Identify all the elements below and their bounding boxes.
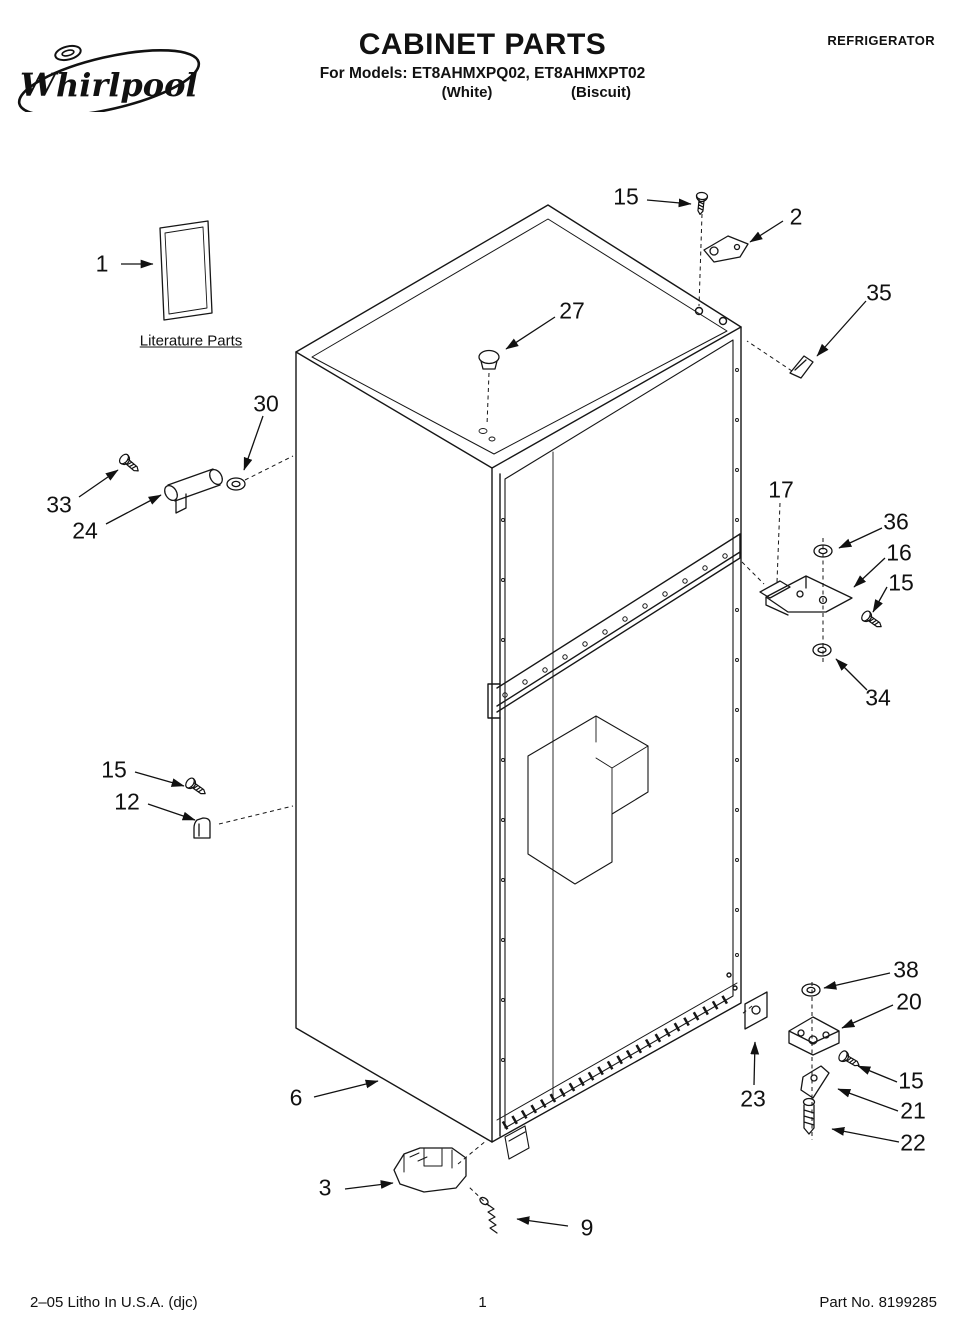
screw-22 — [802, 1097, 816, 1107]
part-callout-15: 15 — [898, 1067, 924, 1094]
screw-15-bottom — [836, 1048, 863, 1071]
clamp-21 — [800, 1065, 830, 1099]
part-callout-15: 15 — [613, 183, 639, 210]
screw-33 — [117, 451, 143, 476]
part-glyphs — [117, 191, 885, 1234]
part-callout-12: 12 — [114, 788, 140, 815]
footer-page-number: 1 — [478, 1294, 487, 1311]
logo-top-swirl-inner — [61, 49, 75, 57]
screw-15-right — [859, 608, 885, 632]
shim-35 — [789, 355, 814, 379]
whirlpool-logo: Whirlpool — [12, 22, 207, 118]
part-callout-22: 22 — [900, 1129, 926, 1156]
logo-top-swirl — [54, 44, 82, 62]
washer-34 — [812, 643, 832, 657]
part-callout-35: 35 — [866, 279, 892, 306]
dashed-leaders — [218, 213, 824, 1207]
hole-plug — [478, 349, 500, 365]
part-callout-3: 3 — [318, 1174, 332, 1201]
part-callout-23: 23 — [740, 1085, 766, 1112]
callout-arrows — [78, 198, 900, 1227]
whirlpool-logo-art: Whirlpool — [17, 44, 201, 118]
roller-24 — [164, 484, 178, 502]
part-callout-17: 17 — [768, 476, 794, 503]
screw-15-left — [183, 775, 209, 799]
plate-23 — [744, 991, 768, 1030]
footer-litho-note: 2–05 Litho In U.S.A. (djc) — [30, 1294, 198, 1311]
brand-wordmark: Whirlpool — [20, 66, 198, 104]
part-callout-2: 2 — [789, 203, 803, 230]
part-callout-38: 38 — [893, 956, 919, 983]
footer-part-number: Part No. 8199285 — [819, 1294, 937, 1311]
part-callout-33: 33 — [46, 491, 72, 518]
part-callout-16: 16 — [886, 539, 912, 566]
doc-type-label: REFRIGERATOR — [827, 33, 935, 48]
part-callout-24: 24 — [72, 517, 98, 544]
literature-pack — [159, 220, 213, 321]
part-callout-36: 36 — [883, 508, 909, 535]
part-callout-15: 15 — [888, 569, 914, 596]
part-callout-21: 21 — [900, 1097, 926, 1124]
logo-oval-swirl — [17, 48, 201, 118]
part-callout-15: 15 — [101, 756, 127, 783]
screw-9 — [479, 1196, 489, 1206]
bracket-20 — [788, 1016, 840, 1056]
clip-12 — [193, 817, 211, 839]
cabinet-outline — [295, 204, 742, 1160]
part-callout-27: 27 — [559, 297, 585, 324]
bracket-17 — [759, 580, 791, 599]
compressor-mount-3 — [393, 1147, 467, 1193]
part-callout-30: 30 — [253, 390, 279, 417]
top-hinge-bracket — [703, 235, 749, 263]
grommet-38 — [801, 983, 821, 997]
part-callout-20: 20 — [896, 988, 922, 1015]
screw-15-top — [693, 191, 709, 216]
literature-parts-label: Literature Parts — [139, 332, 243, 350]
grommet-30 — [226, 477, 246, 491]
part-callout-6: 6 — [289, 1084, 303, 1111]
bracket-16 — [765, 575, 853, 616]
part-callout-1: 1 — [95, 250, 109, 277]
part-callout-9: 9 — [580, 1214, 594, 1241]
part-callout-34: 34 — [865, 684, 891, 711]
